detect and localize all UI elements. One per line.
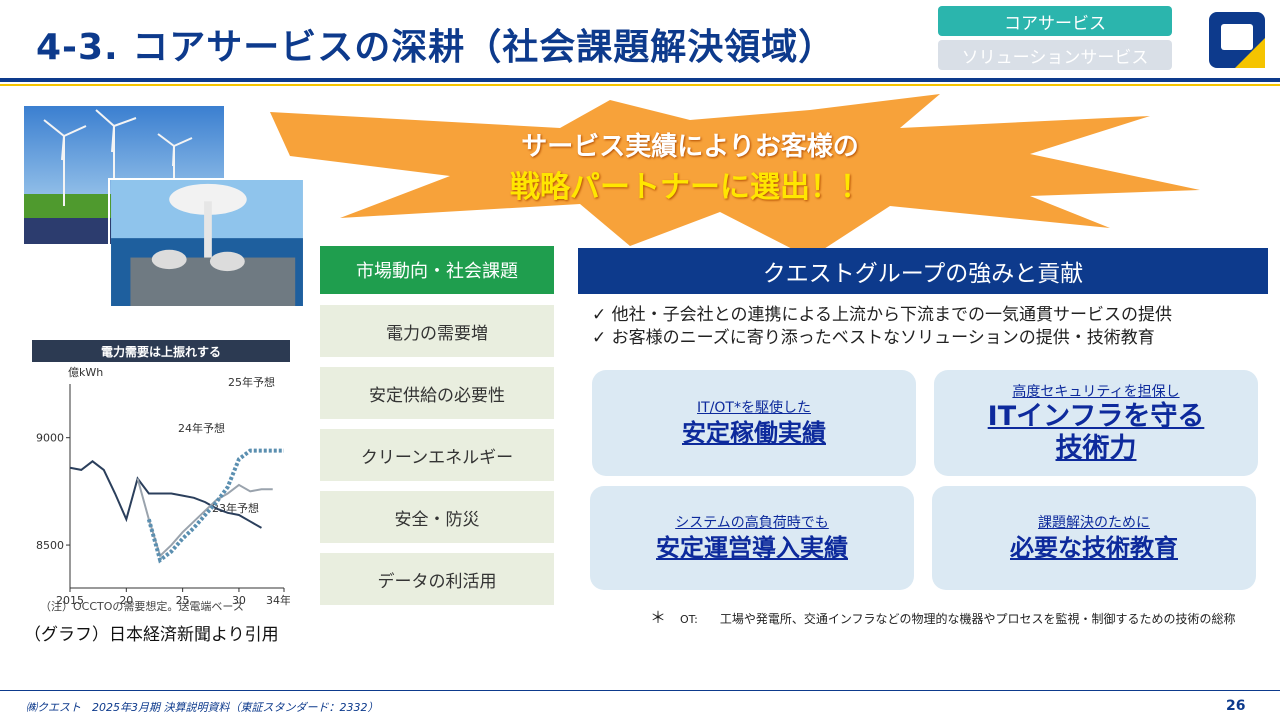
quest-logo-icon [1209, 12, 1265, 68]
y-tick-label: 9000 [36, 432, 64, 445]
x-tick-label: 25 [176, 594, 190, 607]
footnote-mark: ＊ [650, 608, 667, 627]
strength-bullets: ✓ 他社・子会社との連携による上流から下流までの一気通貫サービスの提供 ✓ お客… [592, 304, 1172, 350]
series-label-23: 23年予想 [212, 501, 259, 515]
page-title: 4-3. コアサービスの深耕（社会課題解決領域） [36, 27, 836, 68]
x-tick-label: 2015 [56, 594, 84, 607]
footer-text: ㈱クエスト 2025年3月期 決算説明資料（東証スタンダード：2332） [26, 701, 379, 714]
market-item: 安全・防災 [320, 491, 554, 543]
x-tick-label: 30 [232, 594, 246, 607]
card-caption: 課題解決のために [1038, 515, 1150, 531]
title-accent-divider [0, 84, 1280, 86]
tag-core-service: コアサービス [938, 6, 1172, 36]
x-tick-label: 34年度 [266, 593, 290, 607]
strength-card-it-infra: 高度セキュリティを担保し ITインフラを守る 技術力 [934, 370, 1258, 476]
ot-footnote: ＊ OT: 工場や発電所、交通インフラなどの物理的な機器やプロセスを監視・制御するた… [650, 604, 1236, 628]
chart-citation: （グラフ）日本経済新聞より引用 [24, 625, 279, 645]
chart-note: （注）OCCTOの需要想定。送電端ベース [40, 600, 244, 613]
series-line [146, 448, 284, 564]
footnote-text: 工場や発電所、交通インフラなどの物理的な機器やプロセスを監視・制御するための技術… [719, 612, 1236, 626]
strength-header: クエストグループの強みと貢献 [578, 248, 1268, 294]
footnote-term: OT: [680, 613, 698, 626]
title-divider [0, 78, 1280, 82]
strength-card-education: 課題解決のために 必要な技術教育 [932, 486, 1256, 590]
burst-headline: サービス実績によりお客様の [521, 132, 859, 162]
strength-bullet: ✓ お客様のニーズに寄り添ったベストなソリューションの提供・技術教育 [592, 328, 1155, 348]
market-item: クリーンエネルギー [320, 429, 554, 481]
card-caption: IT/OT*を駆使した [697, 400, 811, 416]
chart-plot: 億kWh 25年予想 24年予想 23年予想 9000 8500 2015 20 25 3… [36, 366, 290, 607]
card-caption: システムの高負荷時でも [675, 515, 829, 531]
series-line [69, 460, 262, 529]
footer-divider [0, 690, 1280, 691]
market-trends-header: 市場動向・社会課題 [320, 246, 554, 294]
market-item: データの利活用 [320, 553, 554, 605]
x-tick-label: 20 [119, 594, 133, 607]
series-label-24: 24年予想 [178, 421, 225, 435]
card-title: 安定稼働実績 [682, 419, 826, 447]
market-item: 安定供給の必要性 [320, 367, 554, 419]
market-item: 電力の需要増 [320, 305, 554, 357]
card-title: 必要な技術教育 [1010, 534, 1178, 562]
strength-bullet: ✓ 他社・子会社との連携による上流から下流までの一気通貫サービスの提供 [592, 305, 1172, 325]
card-title-line2: 技術力 [1055, 433, 1137, 464]
card-title: ITインフラを守る [987, 401, 1205, 432]
card-caption: 高度セキュリティを担保し [1012, 384, 1180, 400]
tag-solution-service: ソリューションサービス [938, 40, 1172, 70]
strength-card-high-load: システムの高負荷時でも 安定運営導入実績 [590, 486, 914, 590]
strength-card-stable-operation: IT/OT*を駆使した 安定稼働実績 [592, 370, 916, 476]
y-tick-label: 8500 [36, 539, 64, 552]
series-label-25: 25年予想 [228, 375, 275, 389]
series-line [136, 478, 273, 558]
chart-title: 電力需要は上振れする [32, 340, 290, 362]
power-demand-chart: 電力需要は上振れする 億kWh 25年予想 24年予想 23年予想 9000 85… [32, 340, 290, 616]
starburst-shape [270, 94, 1200, 258]
page-number: 26 [1226, 698, 1246, 714]
chart-unit-label: 億kWh [68, 366, 103, 379]
power-plant-photo [108, 178, 306, 308]
burst-highlight: 戦略パートナーに選出！！ [510, 170, 870, 205]
card-title: 安定運営導入実績 [656, 534, 848, 562]
